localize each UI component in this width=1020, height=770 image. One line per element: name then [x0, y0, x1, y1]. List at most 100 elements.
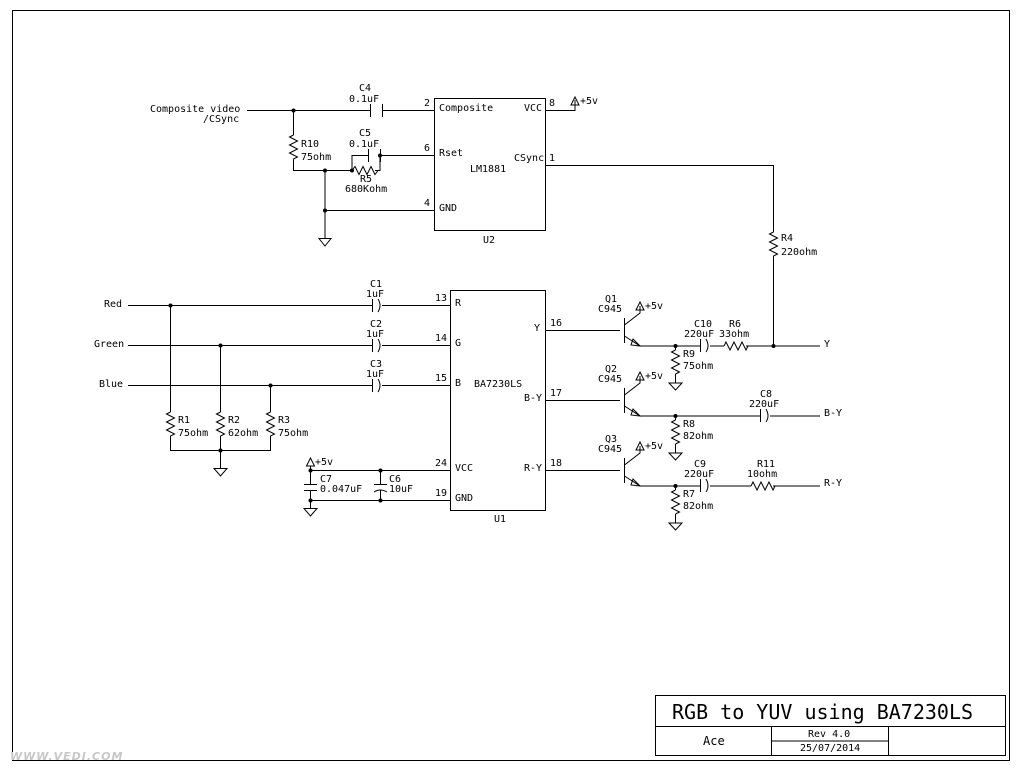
- ry-drive-wire: [545, 458, 625, 483]
- u2-vplus-label: +5v: [580, 96, 598, 107]
- c9-value: 220uF: [684, 469, 714, 480]
- junction: [218, 448, 223, 453]
- r3-ref: R3: [278, 415, 290, 426]
- q3-arrow: [630, 478, 642, 487]
- r7-value: 82ohm: [683, 501, 713, 512]
- u2-pin-gnd: GND: [439, 203, 457, 214]
- r2-symbol: [215, 411, 226, 440]
- q1-vplus-label: +5v: [645, 301, 663, 312]
- output-by: +5v Q2 C945 C8 220uF R8 82ohm B-Y: [545, 364, 842, 461]
- ground-symbol: [317, 238, 333, 247]
- c2-value: 1uF: [366, 329, 384, 340]
- u2-pin-num-composite: 2: [424, 98, 430, 109]
- q2-value: C945: [598, 374, 622, 385]
- c10-ref: C10: [694, 319, 712, 330]
- output-y: +5v Q1 C945 C10 220uF R6 33ohm R9 75ohm …: [545, 294, 830, 391]
- ground-symbol: [667, 382, 684, 391]
- q2-ref: Q2: [605, 364, 617, 375]
- u1-pin-gnd: GND: [455, 493, 473, 504]
- vplus-arrow: [635, 300, 645, 311]
- junction: [308, 468, 313, 473]
- q1-arrow: [630, 338, 642, 347]
- gnd-wire-u2: [324, 170, 435, 238]
- u1-pin-ry: R-Y: [524, 463, 542, 474]
- rset-wire: [325, 155, 435, 171]
- rev-text: Rev 4.0: [808, 729, 850, 740]
- c7-value: 0.047uF: [320, 484, 362, 495]
- q3-value: C945: [598, 444, 622, 455]
- r6-value: 33ohm: [719, 329, 749, 340]
- csync-label: /CSync: [203, 114, 239, 125]
- csync-wire: [545, 165, 774, 346]
- vplus-arrow: [635, 370, 645, 381]
- title-block-lines: [655, 726, 1006, 756]
- c9-symbol: [700, 478, 709, 493]
- vplus-arrow: [635, 440, 645, 451]
- u2-body: [434, 98, 546, 231]
- junction: [308, 498, 313, 503]
- r5-symbol: [351, 165, 379, 176]
- u1-pin-num-by: 17: [550, 388, 562, 399]
- u2-part: LM1881: [470, 164, 506, 175]
- y-drive-wire: [545, 318, 625, 343]
- u2-section: LM1881 U2 Composite VCC Rset CSync GND 2…: [150, 83, 817, 346]
- q3-symbol: [624, 446, 700, 487]
- r2-value: 62ohm: [228, 428, 258, 439]
- c2-symbol: [372, 338, 381, 353]
- c10-value: 220uF: [684, 329, 714, 340]
- r6-symbol: [723, 340, 749, 352]
- u1-pin-num-vcc: 24: [435, 458, 447, 469]
- q2-arrow: [630, 408, 642, 417]
- q3-vplus-label: +5v: [645, 441, 663, 452]
- c8-value: 220uF: [749, 399, 779, 410]
- r6-ref: R6: [729, 319, 741, 330]
- u1-pin-r: R: [455, 298, 462, 309]
- ry-out-label: R-Y: [824, 478, 842, 489]
- c8-ref: C8: [760, 389, 772, 400]
- junction: [323, 208, 327, 213]
- u2-pin-num-gnd: 4: [424, 198, 430, 209]
- r1-ref: R1: [178, 415, 190, 426]
- y-out-label: Y: [824, 339, 830, 350]
- vplus-arrow: [305, 456, 316, 467]
- r11-value: 10ohm: [747, 469, 777, 480]
- r1-symbol: [165, 411, 176, 440]
- author-text: Ace: [703, 734, 725, 748]
- r8-symbol: [670, 419, 681, 445]
- r2-ref: R2: [228, 415, 240, 426]
- title-block-frame: [655, 695, 1006, 756]
- ground-symbol: [667, 522, 684, 531]
- r5-value: 680Kohm: [345, 184, 387, 195]
- output-ry: +5v Q3 C945 C9 220uF R11 10ohm R7 82ohm …: [545, 434, 842, 531]
- red-label: Red: [104, 299, 122, 310]
- green-label: Green: [94, 339, 124, 350]
- c1-symbol: [372, 298, 381, 313]
- vplus-arrow: [570, 95, 580, 106]
- r11-symbol: [750, 480, 776, 492]
- ground-symbol: [667, 452, 684, 461]
- ground-symbol: [302, 508, 319, 517]
- c10-symbol: [700, 338, 709, 353]
- u1-pin-num-y: 16: [550, 318, 562, 329]
- r7-ref: R7: [683, 489, 695, 500]
- u1-pin-b: B: [455, 378, 461, 389]
- u2-pin-rset: Rset: [439, 148, 463, 159]
- c2-ref: C2: [370, 319, 382, 330]
- title-text: RGB to YUV using BA7230LS: [672, 700, 973, 724]
- junction: [378, 153, 382, 158]
- c3-ref: C3: [370, 359, 382, 370]
- q1-ref: Q1: [605, 294, 617, 305]
- r8-value: 82ohm: [683, 431, 713, 442]
- c5-ref: C5: [359, 128, 371, 139]
- ground-symbol: [212, 468, 229, 477]
- date-text: 25/07/2014: [800, 743, 860, 754]
- c5-value: 0.1uF: [349, 139, 379, 150]
- by-out-label: B-Y: [824, 408, 842, 419]
- c4-value: 0.1uF: [349, 94, 379, 105]
- u1-section: BA7230LS U1 R G B VCC GND Y B-Y R-Y 13 1…: [94, 279, 562, 525]
- title-block: RGB to YUV using BA7230LS Ace Rev 4.0 25…: [655, 695, 1006, 756]
- r4-ref: R4: [781, 233, 793, 244]
- q1-value: C945: [598, 304, 622, 315]
- r10-symbol: [288, 134, 299, 163]
